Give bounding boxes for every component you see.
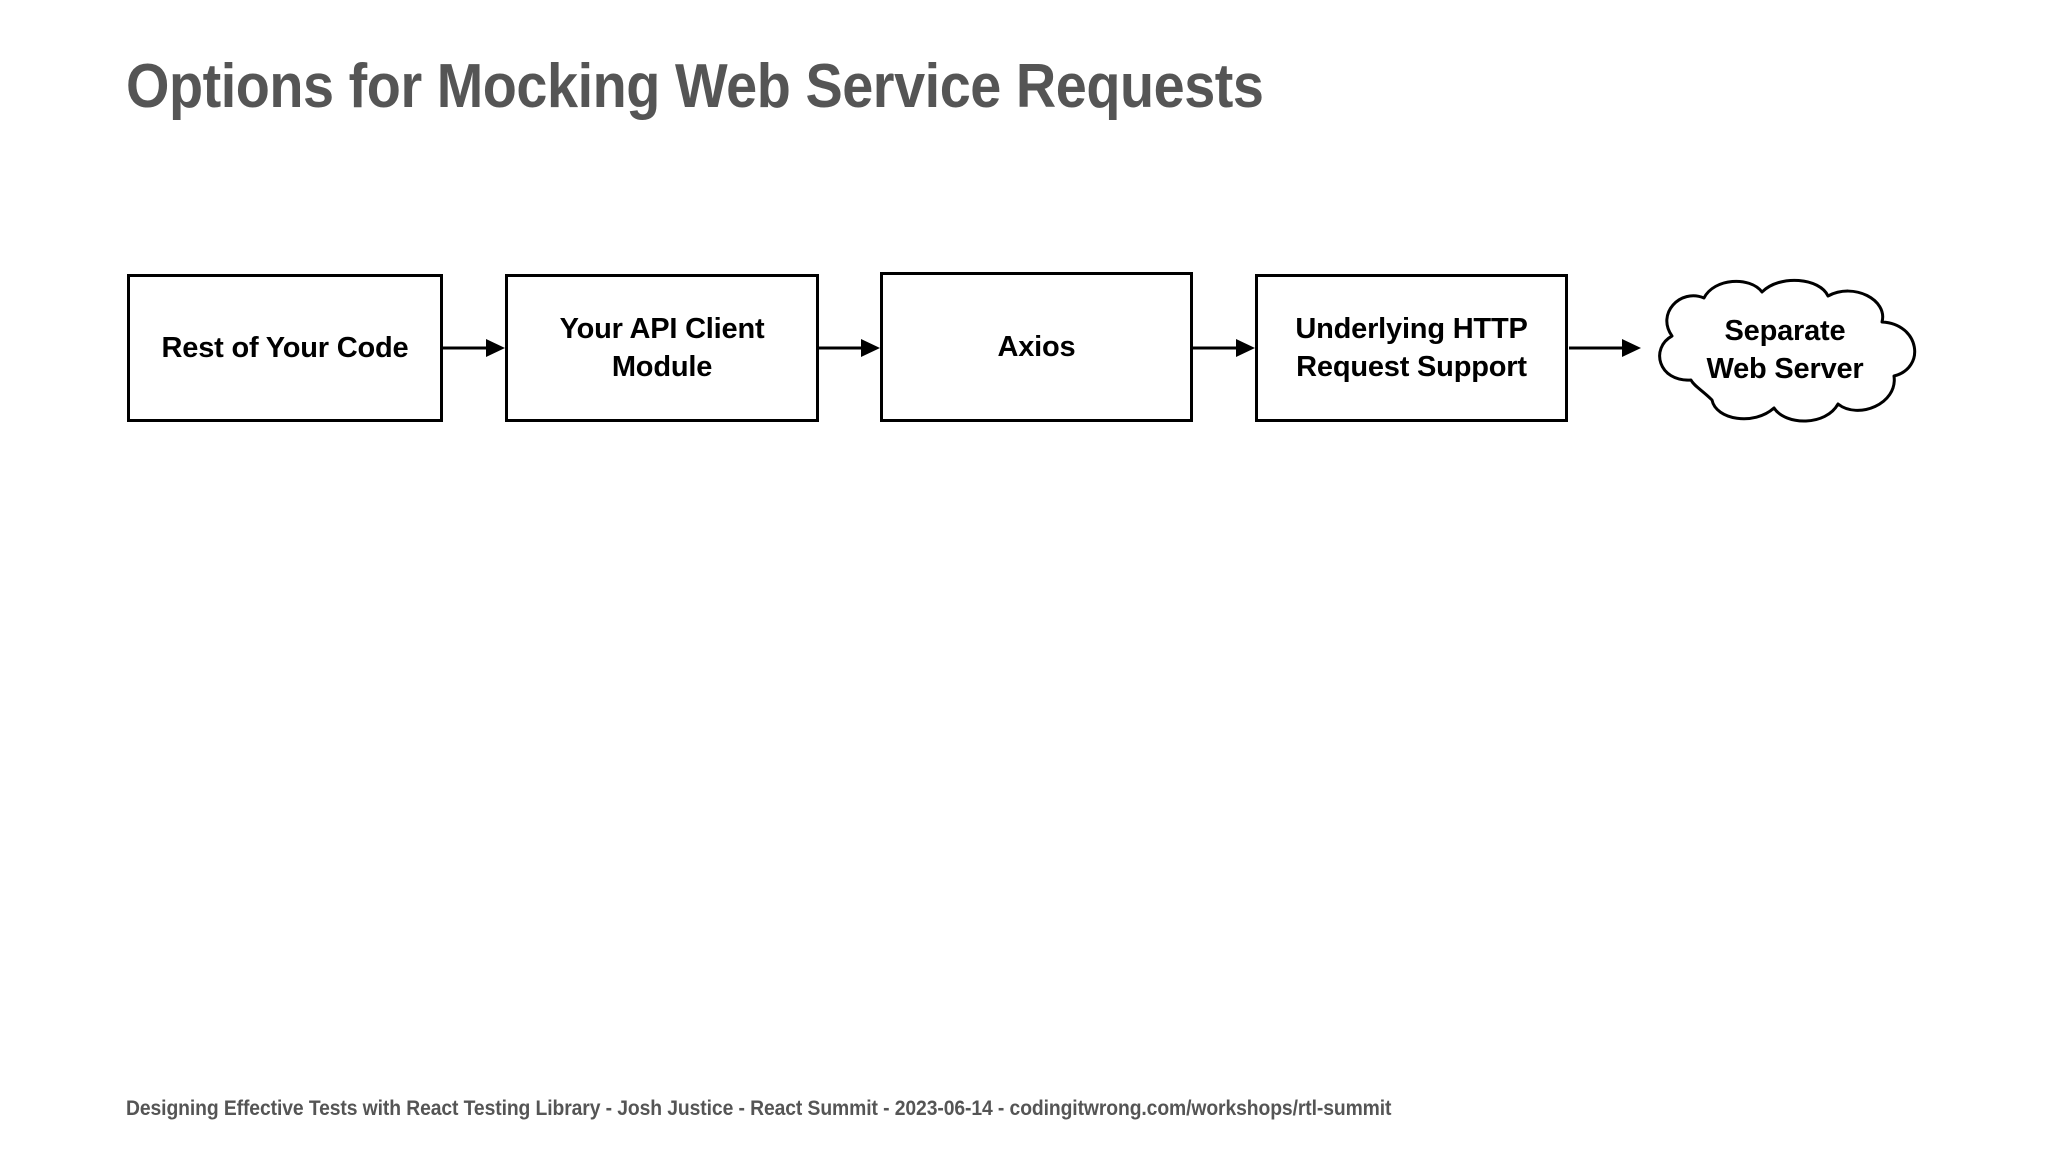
diagram-node-your-api-client-module[interactable]: Your API Client Module bbox=[505, 274, 819, 422]
slide-title: Options for Mocking Web Service Requests bbox=[126, 52, 1264, 121]
diagram-node-separate-web-server[interactable]: Separate Web Server bbox=[1634, 276, 1936, 424]
diagram-node-underlying-http-request-support[interactable]: Underlying HTTP Request Support bbox=[1255, 274, 1568, 422]
diagram-node-rest-of-your-code[interactable]: Rest of Your Code bbox=[127, 274, 443, 422]
node-label: Underlying HTTP Request Support bbox=[1295, 312, 1528, 383]
diagram-node-axios[interactable]: Axios bbox=[880, 272, 1193, 422]
slide-footer: Designing Effective Tests with React Tes… bbox=[126, 1097, 1392, 1120]
node-label: Rest of Your Code bbox=[161, 331, 409, 364]
diagram-arrow-rest-of-your-code-to-your-api-client bbox=[443, 339, 505, 357]
cloud-shape-icon bbox=[1658, 278, 1917, 423]
node-label: Axios bbox=[997, 330, 1076, 363]
node-label: Your API Client Module bbox=[559, 312, 765, 383]
node-label: Separate Web Server bbox=[1706, 314, 1864, 385]
diagram-arrow-axios-to-underlying-http bbox=[1193, 339, 1255, 357]
diagram-arrow-your-api-client-to-axios bbox=[819, 339, 880, 357]
diagram-arrow-underlying-http-to-separate-web-server bbox=[1569, 339, 1641, 357]
